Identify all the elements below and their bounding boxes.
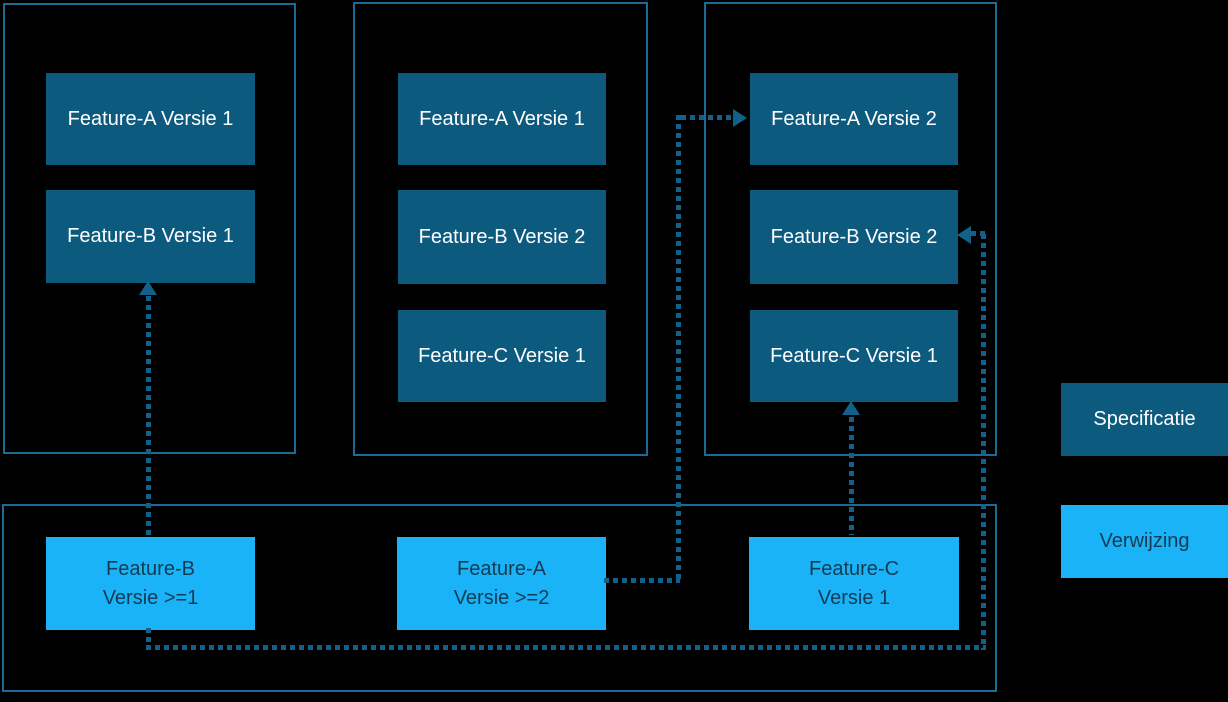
references-group: Feature-B Versie >=1 Feature-A Versie >=… <box>2 504 997 692</box>
c3-spec-feature-b-v2: Feature-B Versie 2 <box>750 190 958 284</box>
c2-spec-feature-c-v1: Feature-C Versie 1 <box>398 310 606 402</box>
connector-refb-to-c3b-arrowhead-icon <box>957 226 971 244</box>
connector-refb-to-c1b-line <box>146 296 151 535</box>
specification-group-2: Feature-A Versie 1 Feature-B Versie 2 Fe… <box>353 2 648 456</box>
ref-feature-c-v1: Feature-C Versie 1 <box>749 537 959 630</box>
ref-feature-b-ge1: Feature-B Versie >=1 <box>46 537 255 630</box>
ref-feature-c-v1-line2: Versie 1 <box>817 586 891 609</box>
connector-refa-to-c3a-top <box>681 115 733 120</box>
c3-spec-feature-a-v2: Feature-A Versie 2 <box>750 73 958 165</box>
connector-refb-to-c3b-rise <box>981 234 986 650</box>
ref-feature-c-v1-line1: Feature-C <box>808 557 900 580</box>
connector-refa-to-c3a-out <box>604 578 680 583</box>
c1-spec-feature-a-v1: Feature-A Versie 1 <box>46 73 255 165</box>
connector-refc-to-c3c-line <box>849 417 854 535</box>
connector-refc-to-c3c-arrowhead-icon <box>842 401 860 415</box>
ref-feature-b-ge1-line1: Feature-B <box>106 557 195 580</box>
connector-refb-to-c3b-top <box>971 231 985 236</box>
connector-refb-to-c1b-arrowhead-icon <box>139 281 157 295</box>
legend-specification: Specificatie <box>1061 383 1228 456</box>
ref-feature-a-ge2-line1: Feature-A <box>457 557 546 580</box>
c1-spec-feature-b-v1: Feature-B Versie 1 <box>46 190 255 283</box>
c3-spec-feature-c-v1: Feature-C Versie 1 <box>750 310 958 402</box>
c2-spec-feature-a-v1: Feature-A Versie 1 <box>398 73 606 165</box>
legend-reference: Verwijzing <box>1061 505 1228 578</box>
ref-feature-a-ge2-line2: Versie >=2 <box>453 586 550 609</box>
specification-group-3: Feature-A Versie 2 Feature-B Versie 2 Fe… <box>704 2 997 456</box>
connector-refa-to-c3a-rise <box>676 115 681 583</box>
ref-feature-b-ge1-line2: Versie >=1 <box>102 586 199 609</box>
connector-refb-to-c3b-drop <box>146 628 151 650</box>
connector-refb-to-c3b-horizontal <box>146 645 986 650</box>
specification-group-1: Feature-A Versie 1 Feature-B Versie 1 <box>3 3 296 454</box>
c2-spec-feature-b-v2: Feature-B Versie 2 <box>398 190 606 284</box>
ref-feature-a-ge2: Feature-A Versie >=2 <box>397 537 606 630</box>
connector-refa-to-c3a-arrowhead-icon <box>733 109 747 127</box>
